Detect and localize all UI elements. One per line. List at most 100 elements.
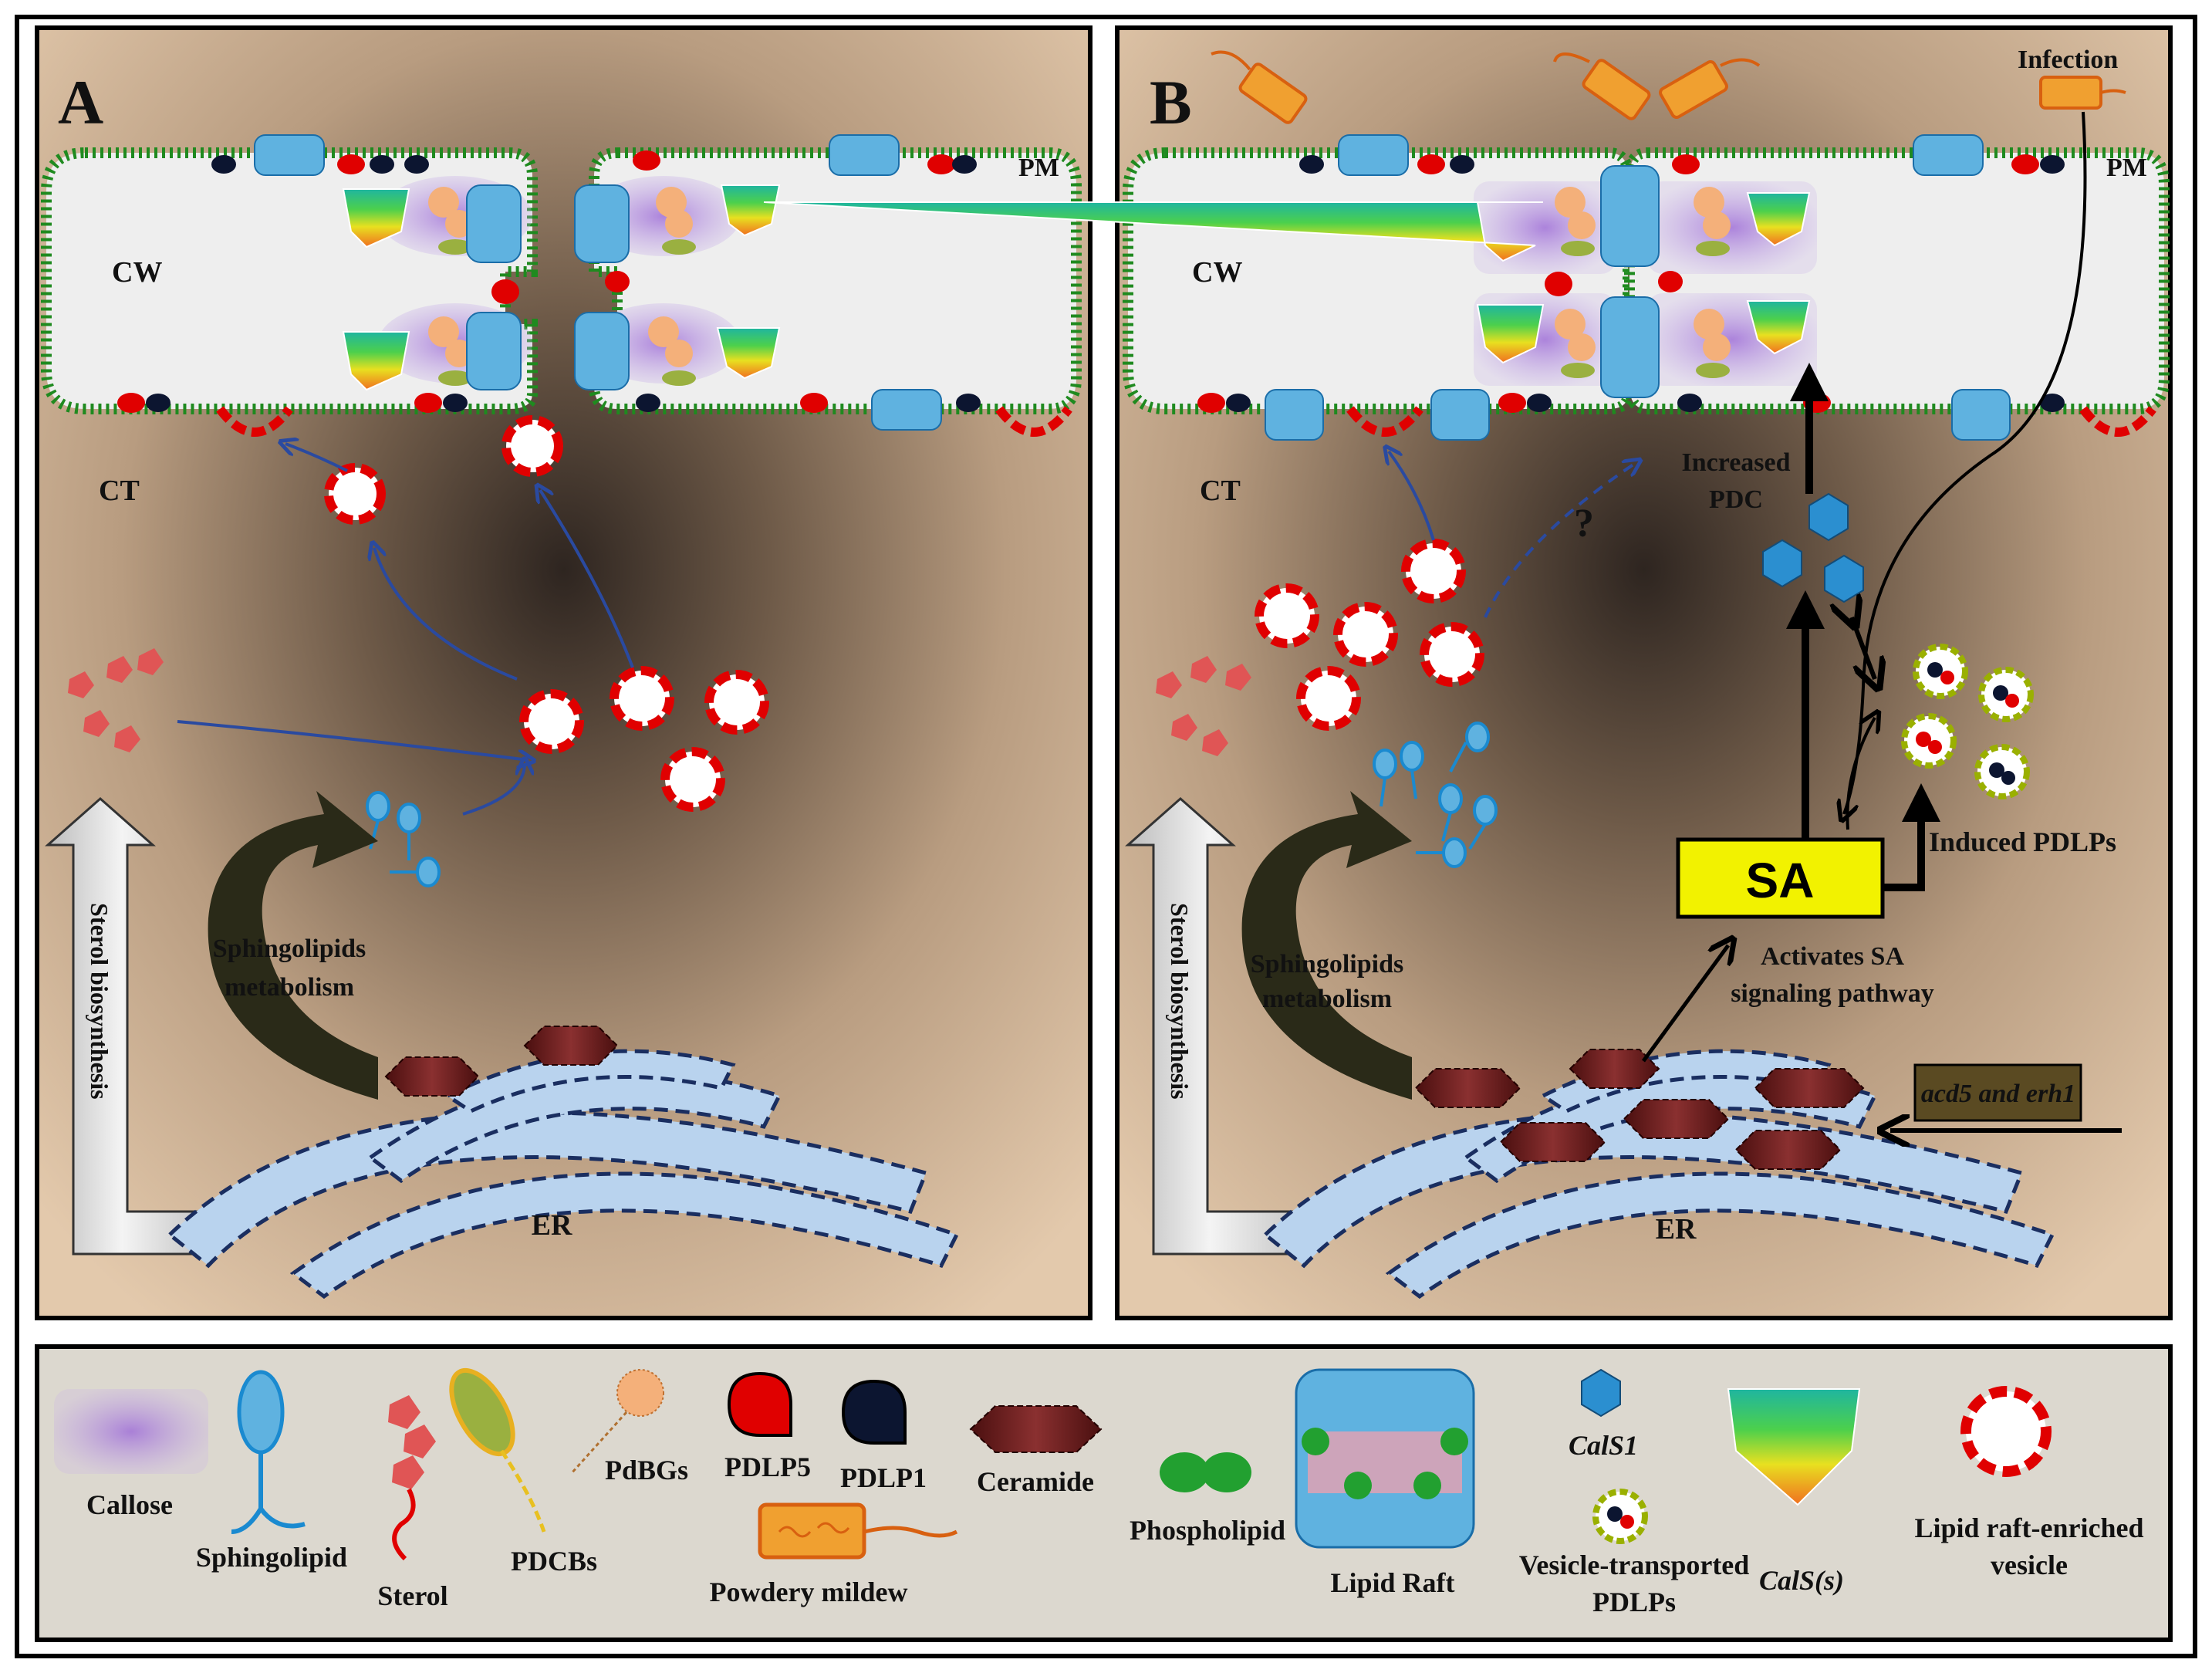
panel-a-er-label: ER — [532, 1209, 572, 1242]
mutant-box — [1913, 1063, 2082, 1122]
activates-sa-label-1: Activates SA — [1761, 942, 1904, 971]
membrane-fusion-site — [2079, 406, 2156, 437]
panel-b: B — [763, 25, 2173, 1320]
cals-cluster — [1746, 192, 1811, 247]
panel-b-letter: B — [1150, 67, 1192, 137]
legend-cals-label: CalS(s) — [1759, 1565, 1844, 1596]
legend-vesicle-pdlps-label-2: PDLPs — [1592, 1587, 1676, 1617]
panel-a-sphingo-label-1: Sphingolipids — [213, 935, 366, 963]
legend-phospholipid-icon — [1160, 1452, 1251, 1492]
panel-a-pm-label: PM — [1018, 154, 1059, 182]
increased-pdc-label-2: PDC — [1709, 485, 1763, 514]
panel-a-sterol-label: Sterol biosynthesis — [86, 903, 113, 1100]
vesicle-transported-pdlps — [1901, 644, 2034, 799]
sphingolipid-cluster — [1373, 722, 1498, 868]
infection-label: Infection — [2018, 46, 2118, 74]
legend-pdcbs-label: PDCBs — [511, 1546, 597, 1577]
legend-sterol-icon — [388, 1395, 436, 1561]
legend-raft-vesicle-label-2: vesicle — [1991, 1550, 2068, 1580]
panel-b-pm-label: PM — [2106, 154, 2147, 182]
raft-vesicles — [324, 415, 769, 812]
panel-b-er-label: ER — [1656, 1213, 1697, 1245]
legend-powdery-mildew-icon — [758, 1502, 958, 1560]
panel-a-er — [167, 1049, 960, 1300]
panel-a-ceramides — [384, 1026, 619, 1097]
lipid-raft-membrane — [1265, 134, 2011, 441]
legend-vesicle-pdlps-label-1: Vesicle-transported — [1519, 1550, 1750, 1580]
legend-powdery-mildew-label: Powdery mildew — [710, 1577, 908, 1607]
cals1-cluster — [1762, 492, 1864, 603]
legend-vesicle-pdlps-icon — [1592, 1489, 1648, 1544]
panel-a-cw-label: CW — [112, 256, 162, 289]
lipid-raft-pd — [466, 184, 630, 390]
legend-pdlp1-icon — [841, 1379, 907, 1445]
cals-cluster — [763, 201, 1543, 262]
membrane-fusion-site — [216, 406, 293, 437]
legend-phospholipid-label: Phospholipid — [1130, 1515, 1285, 1546]
legend-pdlp5-icon — [727, 1371, 792, 1437]
panel-b-sphingo-label-1: Sphingolipids — [1251, 950, 1403, 978]
sa-box — [1676, 837, 1885, 919]
legend-raft-vesicle-icon — [1960, 1386, 2052, 1477]
induced-pdlps-label: Induced PDLPs — [1929, 826, 2116, 857]
legend-ceramide-label: Ceramide — [977, 1466, 1094, 1497]
trafficking-arrows — [1389, 451, 1636, 618]
sa-label: SA — [1746, 853, 1815, 908]
legend-raft-vesicle-label-1: Lipid raft-enriched — [1915, 1512, 2144, 1543]
legend-callose-swatch — [54, 1389, 208, 1474]
legend-pdcbs-icon — [449, 1367, 546, 1533]
legend-ceramide-icon — [969, 1405, 1103, 1453]
lipid-raft-pd — [1600, 165, 1660, 398]
question-mark: ? — [1574, 502, 1594, 546]
legend: Callose Sphingolipid Sterol PDCBs PdBGs … — [35, 1344, 2173, 1642]
panel-b-ct-label: CT — [1200, 475, 1241, 507]
legend-lipid-raft-label: Lipid Raft — [1330, 1567, 1454, 1598]
legend-pdbgs-label: PdBGs — [605, 1455, 688, 1485]
pdbg-cluster — [1555, 187, 1731, 378]
increased-pdc-label-1: Increased — [1681, 448, 1790, 477]
legend-pdlp1-label: PDLP1 — [840, 1462, 927, 1493]
legend-cals1-label: CalS1 — [1569, 1430, 1638, 1461]
pdlp-markers — [117, 150, 981, 413]
sphingolipid-metabolism-arrow — [208, 791, 378, 1100]
legend-cals1-icon — [1581, 1368, 1621, 1418]
infection-feedback-arrow — [1846, 718, 1875, 830]
panel-a: A — [35, 25, 1092, 1320]
sterol-cluster — [1156, 656, 1251, 756]
legend-sterol-label: Sterol — [377, 1580, 447, 1611]
panel-b-sphingo-label-2: metabolism — [1262, 985, 1392, 1013]
panel-b-sterol-label: Sterol biosynthesis — [1166, 903, 1194, 1100]
mutant-label: acd5 and erh1 — [1921, 1080, 2075, 1108]
membrane-fusion-site — [995, 406, 1072, 437]
cals1-pdlp-link-arrow — [1852, 617, 1875, 679]
powdery-mildew — [1211, 50, 2126, 124]
panel-a-ct-label: CT — [99, 475, 140, 507]
panel-a-letter: A — [58, 67, 103, 137]
legend-sphingolipid-label: Sphingolipid — [196, 1542, 347, 1573]
legend-pdlp5-label: PDLP5 — [724, 1452, 811, 1482]
legend-pdbgs-icon — [569, 1369, 664, 1475]
panel-a-sphingo-label-2: metabolism — [225, 973, 354, 1002]
legend-sphingolipid-icon — [231, 1370, 306, 1534]
sphingolipid-cluster — [366, 791, 441, 887]
cals-cluster — [1746, 300, 1811, 355]
membrane-fusion-site — [1346, 406, 1423, 437]
sphingolipid-metabolism-arrow — [1241, 791, 1412, 1100]
legend-cals-icon — [1727, 1388, 1861, 1506]
legend-callose-label: Callose — [86, 1489, 173, 1520]
cals-cluster — [342, 188, 410, 248]
legend-lipid-raft-icon — [1295, 1368, 1475, 1549]
cals-cluster — [720, 184, 781, 237]
panel-b-ceramides — [1414, 1049, 1865, 1170]
activates-sa-label-2: signaling pathway — [1731, 979, 1934, 1008]
trafficking-arrows — [177, 444, 634, 816]
cals-cluster — [342, 331, 410, 391]
raft-vesicles — [1255, 539, 1484, 731]
activates-sa-arrow — [1641, 945, 1728, 1063]
lipid-raft-membrane — [254, 134, 942, 431]
panel-b-cw-label: CW — [1192, 256, 1242, 289]
cals-cluster — [1476, 304, 1545, 364]
induced-pdlps-arrow — [1883, 783, 1940, 891]
cals-cluster — [716, 327, 781, 380]
